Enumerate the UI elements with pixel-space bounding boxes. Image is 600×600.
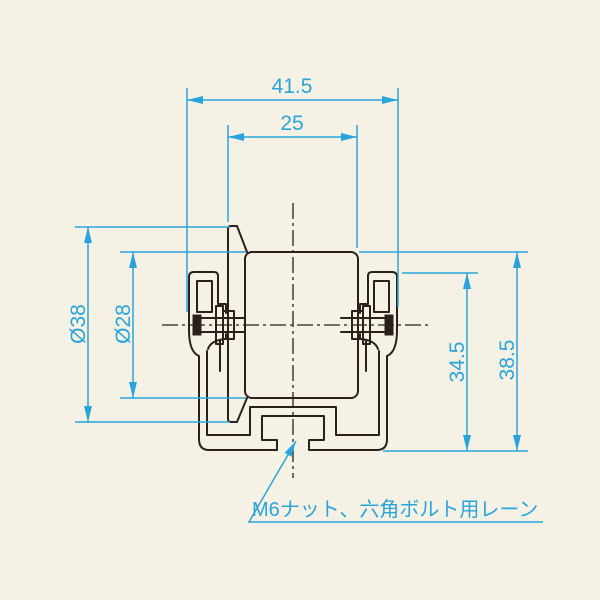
dim-label-25: 25 xyxy=(280,112,303,135)
dim-label-38-5: 38.5 xyxy=(496,340,519,381)
centerlines xyxy=(162,203,432,478)
left-bolt-head xyxy=(192,314,202,336)
rail-outer-outline xyxy=(188,329,398,451)
dim-label-34-5: 34.5 xyxy=(446,342,469,383)
leader-arrow xyxy=(284,441,296,457)
axle-hardware xyxy=(192,305,394,345)
right-bolt-head xyxy=(384,314,394,336)
roller xyxy=(227,225,359,423)
left-bolt-shaft xyxy=(200,317,246,333)
right-bracket-outline xyxy=(359,271,398,331)
right-spacer xyxy=(351,310,364,340)
left-bracket-outline xyxy=(188,271,227,331)
left-spacer xyxy=(222,310,235,340)
right-bolt-shaft xyxy=(340,317,386,333)
dimension-right-inner: 34.5 xyxy=(402,272,478,451)
dim-label-41-5: 41.5 xyxy=(272,75,313,98)
dimension-left-inner: Ø28 xyxy=(112,251,246,399)
roller-body xyxy=(244,251,359,399)
dimension-right-outer: 38.5 xyxy=(359,251,528,452)
rail-top-contour xyxy=(206,350,380,436)
right-bracket-window xyxy=(373,280,390,313)
callout-m6-lane: M6ナット、六角ボルト用レーン xyxy=(247,440,543,523)
dim-label-d38: Ø38 xyxy=(67,304,90,344)
rail-profile xyxy=(188,329,398,451)
dimension-left-outer: Ø38 xyxy=(67,226,230,423)
roller-flange xyxy=(227,225,248,423)
dimension-top-outer: 41.5 xyxy=(186,75,399,312)
callout-label: M6ナット、六角ボルト用レーン xyxy=(252,498,538,521)
left-bracket-window xyxy=(196,280,213,313)
dim-label-d28: Ø28 xyxy=(112,304,135,344)
dimension-top-inner: 25 xyxy=(227,112,358,248)
leader-line xyxy=(247,440,543,523)
